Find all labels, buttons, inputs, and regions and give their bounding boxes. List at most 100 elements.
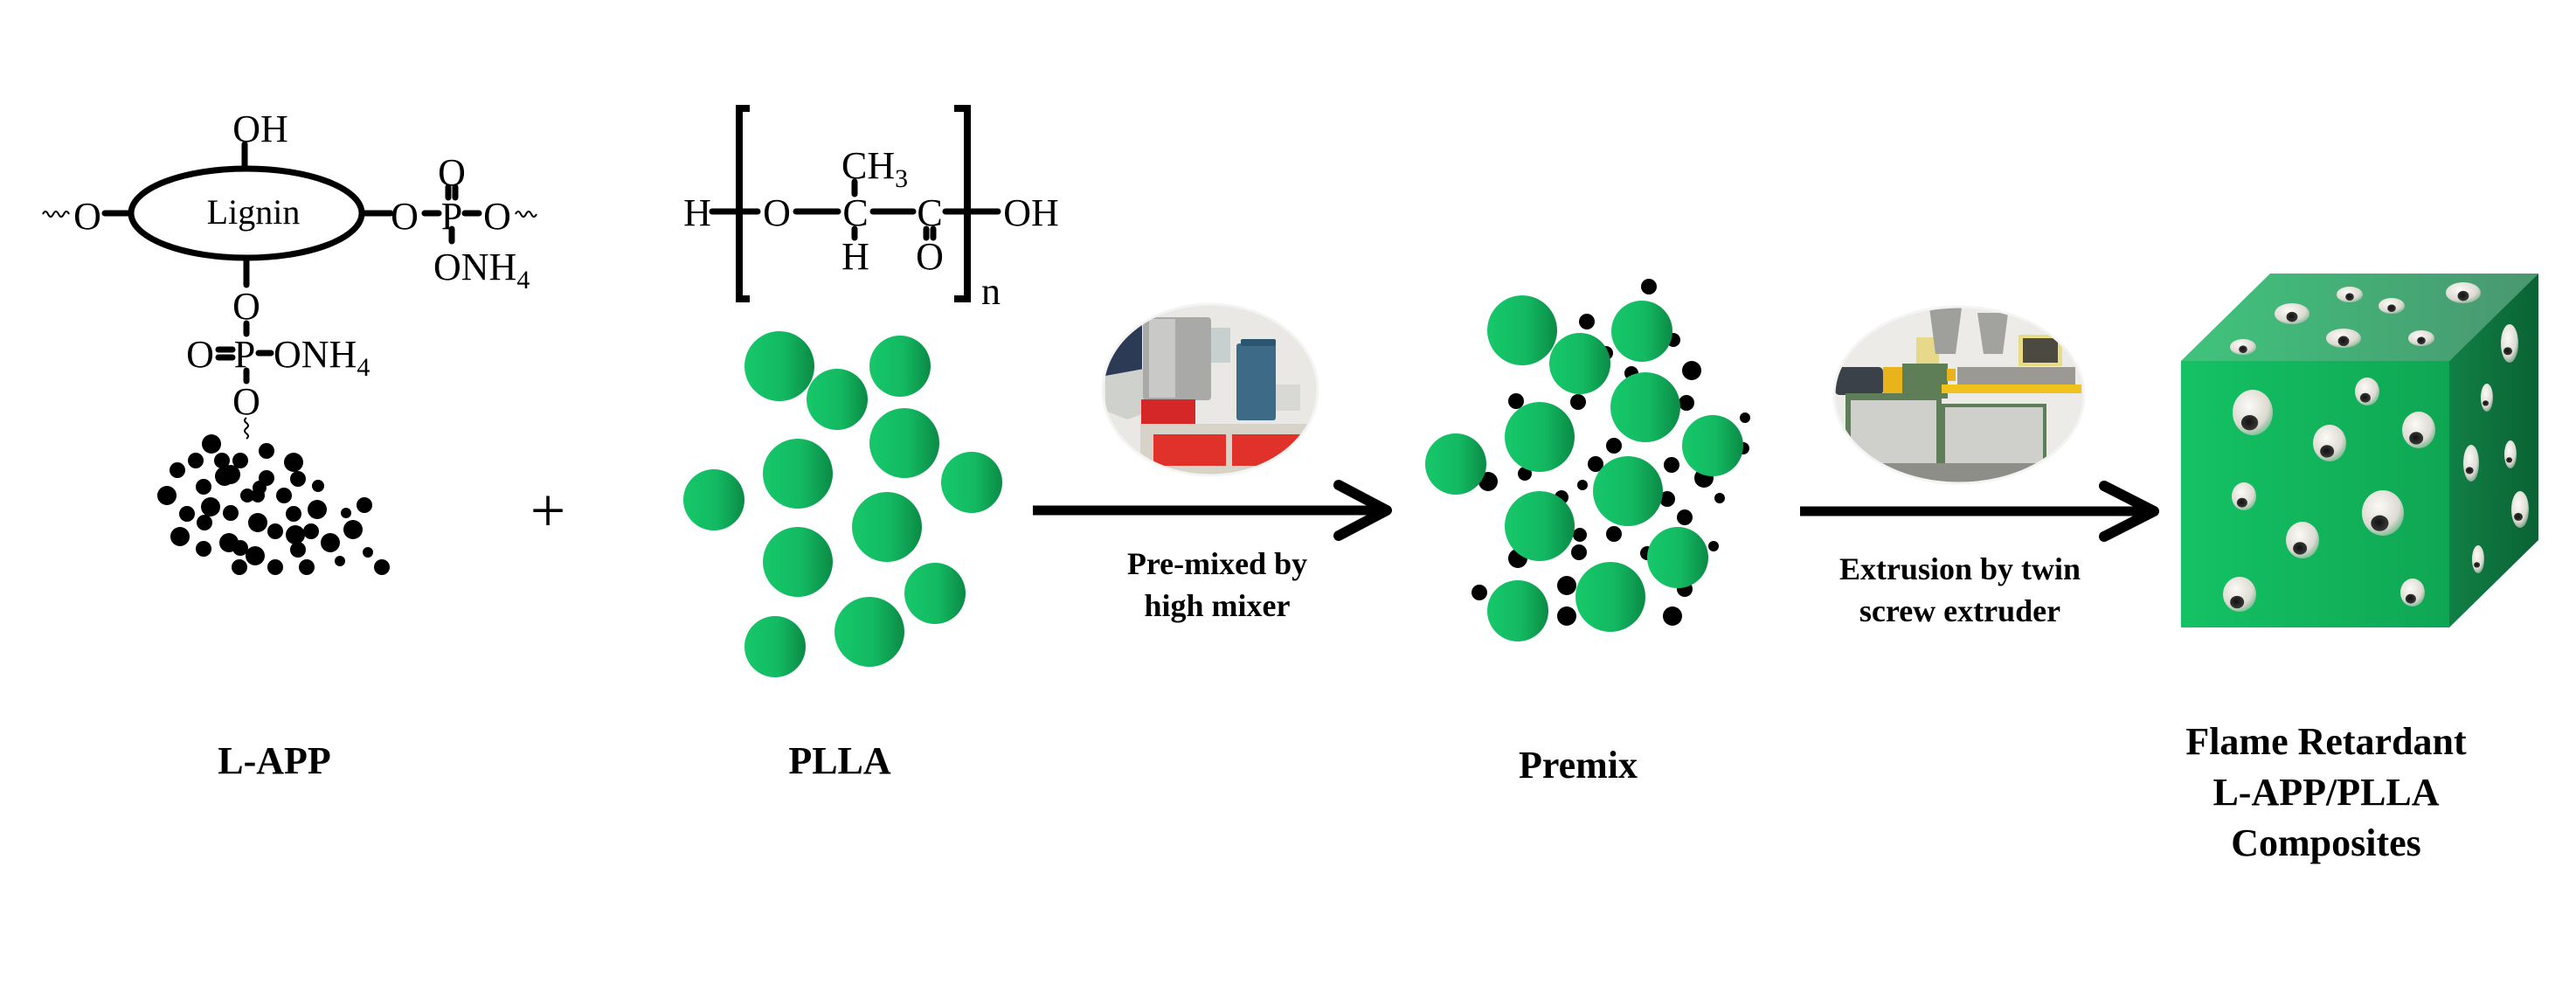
premix-plla-pellets <box>1425 295 1743 641</box>
hydroxyl-top: OH <box>232 107 288 150</box>
pore-core <box>2465 467 2474 475</box>
label-premix: Premix <box>1519 744 1638 787</box>
cube-right-pores <box>2463 324 2529 573</box>
pore <box>2501 324 2518 363</box>
pore-core <box>2239 345 2247 354</box>
pore-core <box>2230 595 2245 609</box>
pore-core <box>2483 400 2489 406</box>
lapp-particle <box>259 443 274 459</box>
pore-core <box>2320 445 2335 458</box>
lapp-particle <box>286 506 301 522</box>
premix-plla-pellet <box>1487 295 1557 365</box>
pore-core <box>2293 542 2308 555</box>
premix-lapp-particle <box>1571 544 1587 560</box>
plla-pellet <box>807 369 868 430</box>
premix-lapp-particle <box>1679 395 1694 411</box>
label-product-line3: Composites <box>2231 821 2421 864</box>
wavy-bond-bottom <box>244 417 249 440</box>
pore-core <box>2359 392 2371 403</box>
plla-pellet <box>744 616 806 677</box>
premix-lapp-particle <box>1714 493 1725 503</box>
lapp-particle <box>170 527 190 546</box>
pore <box>2472 545 2484 573</box>
premix-lapp-particle <box>1570 394 1586 410</box>
label-lapp: L-APP <box>218 739 331 782</box>
plla-c2: C <box>917 191 942 234</box>
pore-core <box>2240 415 2259 431</box>
premix-plla-pellet <box>1647 527 1708 588</box>
lapp-particle <box>267 559 283 575</box>
premix-lapp-particle <box>1663 606 1682 626</box>
lapp-particle <box>179 506 195 522</box>
pore-core <box>2345 293 2354 301</box>
lapp-particle <box>251 489 265 502</box>
lapp-particle <box>214 453 230 468</box>
premix-lapp-particle <box>1579 314 1595 329</box>
premix-plla-pellet <box>1549 333 1610 394</box>
plla-pellet <box>852 492 922 562</box>
plla-c1-h: H <box>841 235 869 278</box>
premix-plla-pellet <box>1610 372 1680 442</box>
premix-lapp-particle <box>1508 393 1524 409</box>
premix-step-caption-line1: Pre-mixed by <box>1127 546 1307 581</box>
plla-pellet <box>869 408 939 478</box>
premix-lapp-particle <box>1557 576 1576 595</box>
arrow-premix <box>1033 480 1392 541</box>
premix-lapp-particle <box>1588 456 1603 472</box>
lapp-particle <box>267 523 283 539</box>
right-o1: O <box>391 195 419 238</box>
lapp-particle <box>246 546 265 565</box>
premix-lapp-particle <box>1577 480 1588 490</box>
pore-core <box>2405 593 2416 604</box>
premix-lapp-particle <box>1606 526 1622 542</box>
lapp-particle <box>201 497 220 516</box>
plla-repeat-n: n <box>981 270 1001 313</box>
plla-pellet <box>763 439 833 509</box>
lapp-particle <box>321 533 340 552</box>
lapp-particle <box>232 559 247 575</box>
plus-sign: + <box>530 475 566 545</box>
lapp-particle <box>312 480 324 492</box>
cube-right-face <box>2449 274 2538 627</box>
premix-lapp-particle <box>1664 457 1679 473</box>
label-plla: PLLA <box>788 739 891 782</box>
cube-front-pores <box>2223 378 2435 612</box>
plla-pellet <box>941 452 1002 513</box>
lapp-particle <box>223 505 239 521</box>
plla-pellet <box>744 331 814 401</box>
premix-lapp-particle <box>1641 279 1657 295</box>
lapp-particle <box>286 525 305 544</box>
pore-core <box>2387 304 2396 313</box>
premix-lapp-particle <box>1659 491 1675 507</box>
premix-step-caption-line2: high mixer <box>1145 588 1291 623</box>
pore <box>2463 445 2479 482</box>
pore <box>2481 384 2493 412</box>
premix-plla-pellet <box>1505 491 1575 561</box>
lapp-particle <box>290 542 306 558</box>
plla-pellet <box>683 469 744 530</box>
cube-top-pores <box>2230 282 2481 355</box>
lapp-particle <box>341 508 351 518</box>
plla-pellet <box>904 563 966 624</box>
lapp-particle <box>221 465 240 484</box>
premix-lapp-particle <box>1557 606 1576 626</box>
premix-lapp-particle <box>1682 361 1701 380</box>
plla-carbonyl-o: O <box>916 235 944 278</box>
premix-lapp-particle <box>1740 412 1750 423</box>
pore-core <box>2371 515 2389 531</box>
premix-plla-pellet <box>1425 433 1486 495</box>
lapp-particle <box>335 556 345 566</box>
lapp-particle <box>170 462 185 478</box>
premix-plla-pellet <box>1575 562 1645 632</box>
pore-core <box>2337 336 2350 347</box>
lapp-particle <box>284 453 303 472</box>
lapp-particle <box>197 515 212 530</box>
pore-core <box>2503 347 2512 356</box>
lapp-particle <box>276 488 292 503</box>
premix-plla-pellet <box>1593 456 1663 526</box>
pore-core <box>2417 336 2426 345</box>
premix-plla-pellet <box>1682 415 1743 476</box>
plla-bracket-right <box>954 105 971 302</box>
premix-plla-pellet <box>1505 402 1575 472</box>
